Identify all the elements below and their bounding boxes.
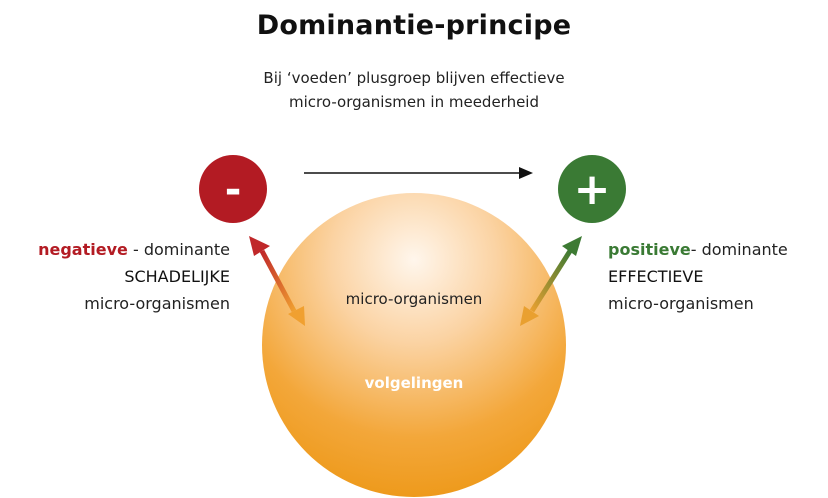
center-label: micro-organismen — [345, 290, 483, 308]
negative-label: negatieve - dominante SCHADELIJKE micro-… — [0, 236, 230, 317]
subtitle: Bij ‘voeden’ plusgroep blijven effectiev… — [0, 66, 828, 114]
right-double-arrow — [520, 236, 582, 326]
positive-circle — [558, 155, 626, 223]
top-arrow — [304, 167, 533, 179]
positive-line-3: micro-organismen — [608, 294, 754, 313]
followers-circle — [262, 193, 566, 497]
minus-icon: - — [224, 167, 242, 213]
positive-line-1: positieve- dominante — [608, 236, 828, 263]
negative-keyword: negatieve — [38, 240, 128, 259]
negative-circle — [199, 155, 267, 223]
subtitle-line-1: Bij ‘voeden’ plusgroep blijven effectiev… — [263, 69, 565, 87]
positive-rest: - dominante — [690, 240, 788, 259]
negative-rest: - dominante — [127, 240, 230, 259]
page-title: Dominantie-principe — [256, 10, 572, 41]
subtitle-line-2: micro-organismen in meederheid — [289, 93, 539, 111]
plus-icon: + — [573, 164, 611, 215]
negative-line-2: SCHADELIJKE — [124, 267, 230, 286]
positive-keyword: positieve — [608, 240, 691, 259]
left-double-arrow — [249, 236, 305, 326]
followers-label: volgelingen — [364, 374, 464, 392]
negative-line-1: negatieve - dominante — [0, 236, 230, 263]
positive-line-2: EFFECTIEVE — [608, 267, 704, 286]
negative-line-3: micro-organismen — [84, 294, 230, 313]
positive-label: positieve- dominante EFFECTIEVE micro-or… — [608, 236, 828, 317]
